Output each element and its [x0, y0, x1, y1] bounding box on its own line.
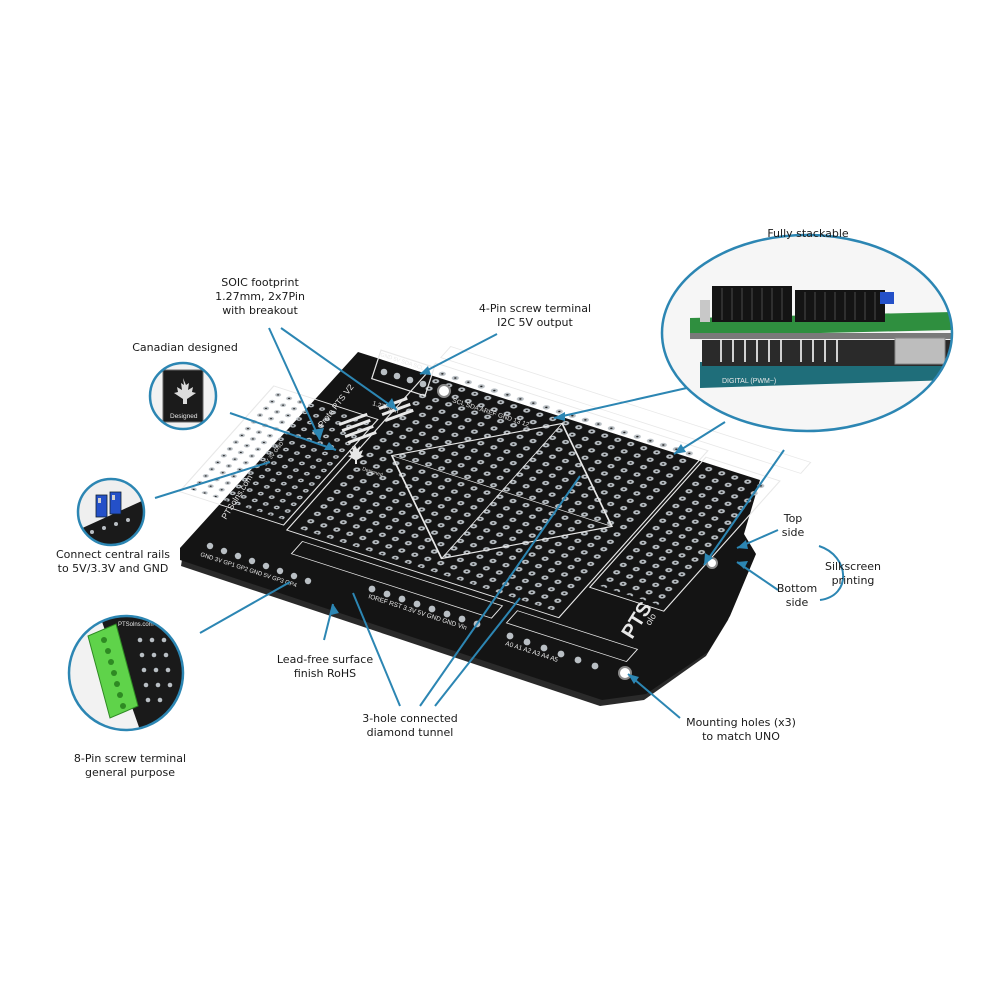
label-silkscreen-line-2: printing: [831, 574, 875, 587]
analog-header-strip: [505, 610, 639, 663]
rails-jumper-bubble: [76, 477, 146, 547]
power-header-strip: [290, 540, 504, 619]
label-canadian-line-1: Canadian designed: [132, 341, 238, 354]
right-pad-grid: [598, 462, 770, 606]
label-central-rails: Connect central rails to 5V/3.3V and GND: [48, 548, 178, 576]
label-fully-stackable: Fully stackable: [748, 227, 868, 241]
silk-box-left: [178, 385, 379, 526]
label-screw8-line-1: 8-Pin screw terminal: [73, 752, 187, 765]
gp-header-pads: [206, 542, 312, 585]
pcb-board: PTS olo PTSolns.com Proto PTS V2 1.27Pit…: [178, 346, 812, 706]
fully-stackable-bubble: DIGITAL (PWM~): [660, 233, 954, 433]
label-tunnel-line-1: 3-hole connected: [362, 712, 458, 725]
label-top-side: Top side: [770, 512, 816, 540]
label-rails-line-2: to 5V/3.3V and GND: [57, 562, 169, 575]
label-screw4-line-2: I2C 5V output: [497, 316, 573, 329]
label-top-side-line-1: Top: [783, 512, 803, 525]
i2c-header-strip: [440, 346, 812, 474]
maple-leaf-icon: [174, 378, 196, 404]
label-fully-stackable-line-1: Fully stackable: [767, 227, 849, 240]
label-soic-line-3: with breakout: [222, 304, 298, 317]
screw8-bubble: PTSolns.com: [67, 614, 185, 732]
label-screw4-line-1: 4-Pin screw terminal: [478, 302, 592, 315]
label-soic-footprint: SOIC footprint 1.27mm, 2x7Pin with break…: [200, 276, 320, 318]
label-diamond-tunnel: 3-hole connected diamond tunnel: [350, 712, 470, 740]
inset-digital-label: DIGITAL (PWM~): [722, 378, 776, 385]
mounting-hole-1: [437, 384, 451, 398]
label-top-side-line-2: side: [781, 526, 805, 539]
left-pad-grid: [188, 390, 372, 520]
label-silkscreen: Silkscreen printing: [818, 560, 888, 588]
pad-field: [178, 346, 812, 663]
label-tunnel-line-2: diamond tunnel: [366, 726, 454, 739]
label-soic-line-1: SOIC footprint: [221, 276, 299, 289]
silk-box-right: [588, 456, 781, 612]
label-silkscreen-line-1: Silkscreen: [824, 560, 882, 573]
mounting-hole-3: [618, 666, 632, 680]
label-screw8: 8-Pin screw terminal general purpose: [70, 752, 190, 780]
label-lead-free-line-1: Lead-free surface: [276, 653, 374, 666]
label-screw4: 4-Pin screw terminal I2C 5V output: [470, 302, 600, 330]
silk-box-main: [285, 362, 709, 619]
canadian-designed-bubble: Designed: [148, 361, 218, 431]
board-maple-leaf-icon: [348, 445, 364, 464]
label-mounting-line-2: to match UNO: [702, 730, 780, 743]
label-lead-free-line-2: finish RoHS: [293, 667, 357, 680]
label-mounting-line-1: Mounting holes (x3): [686, 716, 796, 729]
screw4-pads: [380, 368, 427, 388]
label-lead-free: Lead-free surface finish RoHS: [265, 653, 385, 681]
analog-header-pads: [506, 632, 599, 670]
label-soic-line-2: 1.27mm, 2x7Pin: [215, 290, 305, 303]
label-bottom-side-line-1: Bottom: [776, 582, 818, 595]
inset-terminal-brand: PTSolns.com: [118, 622, 154, 628]
screw4-footprint: [370, 349, 436, 397]
label-bottom-side-line-2: side: [785, 596, 809, 609]
label-rails-line-1: Connect central rails: [55, 548, 170, 561]
label-screw8-line-2: general purpose: [85, 766, 175, 779]
inset-designed-text: Designed: [170, 413, 198, 420]
label-mounting-holes: Mounting holes (x3) to match UNO: [676, 716, 806, 744]
diamond-axis-2: [441, 423, 563, 559]
callout-arrowheads: [312, 366, 748, 684]
label-bottom-side: Bottom side: [770, 582, 824, 610]
label-canadian-designed: Canadian designed: [120, 341, 250, 355]
